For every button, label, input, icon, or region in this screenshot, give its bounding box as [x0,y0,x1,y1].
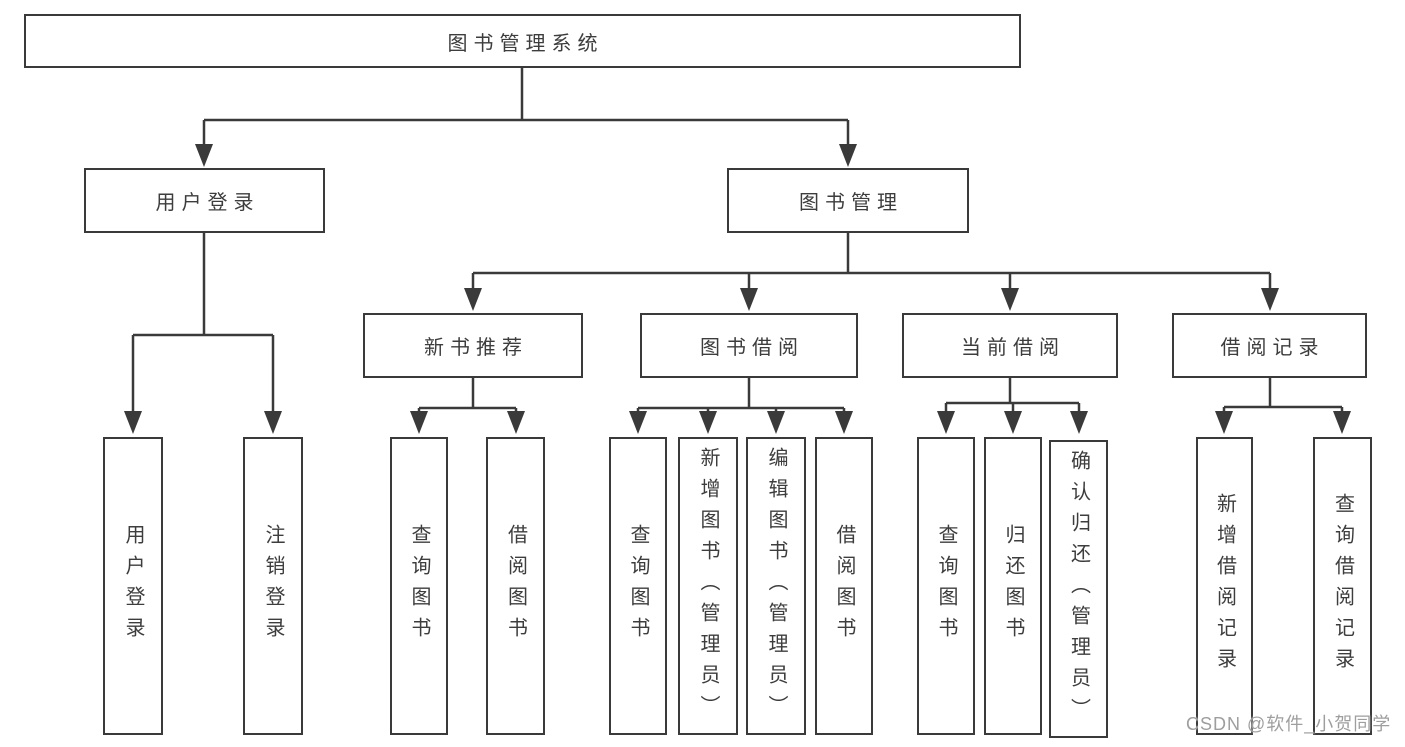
node-bb-add-book-label: 新增图书（管理员） [697,446,719,726]
node-new-book-rec: 新书推荐 [363,313,583,378]
node-cb-return-book-label: 归还图书 [1002,524,1024,648]
node-bb-edit-book-label: 编辑图书（管理员） [765,446,787,726]
node-bb-borrow-book: 借阅图书 [815,437,873,735]
node-new-book-rec-label: 新书推荐 [424,337,528,359]
node-bb-edit-book: 编辑图书（管理员） [746,437,806,735]
node-borrow-records-label: 借阅记录 [1220,337,1325,359]
node-cb-confirm-return-label: 确认归还（管理员） [1067,449,1090,729]
node-book-mgmt-label: 图书管理 [799,192,903,214]
node-br-add-record: 新增借阅记录 [1196,437,1253,735]
node-bb-query-book: 查询图书 [609,437,667,735]
node-br-query-record-label: 查询借阅记录 [1331,493,1354,679]
node-bb-borrow-book-label: 借阅图书 [833,524,855,648]
node-book-borrow-label: 图书借阅 [700,337,804,359]
node-borrow-records: 借阅记录 [1172,313,1367,378]
node-book-mgmt: 图书管理 [727,168,969,233]
node-br-add-record-label: 新增借阅记录 [1213,493,1236,679]
csdn-watermark: CSDN @软件_小贺同学 [1186,714,1392,734]
node-cb-query-book: 查询图书 [917,437,975,735]
node-logout: 注销登录 [243,437,303,735]
node-logout-label: 注销登录 [262,524,284,648]
node-rec-borrow-book-label: 借阅图书 [504,524,527,648]
node-cb-query-book-label: 查询图书 [935,524,957,648]
node-book-borrow: 图书借阅 [640,313,858,378]
node-br-query-record: 查询借阅记录 [1313,437,1372,735]
node-user-login: 用户登录 [84,168,325,233]
node-current-borrow-label: 当前借阅 [961,337,1065,359]
node-cb-return-book: 归还图书 [984,437,1042,735]
node-login: 用户登录 [103,437,163,735]
node-rec-query-book: 查询图书 [390,437,448,735]
node-rec-query-book-label: 查询图书 [408,524,430,648]
node-user-login-label: 用户登录 [155,192,260,214]
node-root-label: 图书管理系统 [447,32,604,55]
node-bb-query-book-label: 查询图书 [627,524,649,648]
node-rec-borrow-book: 借阅图书 [486,437,545,735]
node-cb-confirm-return: 确认归还（管理员） [1049,440,1108,738]
node-current-borrow: 当前借阅 [902,313,1118,378]
node-bb-add-book: 新增图书（管理员） [678,437,738,735]
node-root: 图书管理系统 [24,14,1021,68]
node-login-label: 用户登录 [122,524,144,648]
